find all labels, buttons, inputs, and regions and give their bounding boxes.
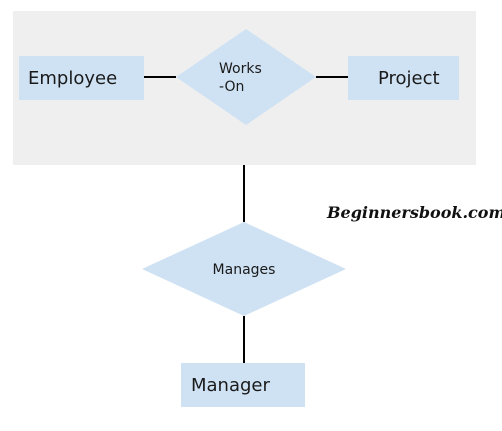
entity-employee-box xyxy=(19,56,144,100)
entity-manager[interactable]: Manager xyxy=(181,363,305,407)
relationship-manages-diamond xyxy=(142,222,346,316)
entity-employee-label: Employee xyxy=(28,68,117,89)
entity-manager-box xyxy=(181,363,305,407)
relationship-manages-label: Manages xyxy=(213,262,276,278)
relationship-works-on-diamond xyxy=(176,29,316,125)
relationship-works-on-label-line-2: -On xyxy=(219,79,244,95)
watermark-logo: Beginnersbook.com xyxy=(326,203,502,222)
relationship-manages[interactable]: Manages xyxy=(142,222,346,316)
entity-employee[interactable]: Employee xyxy=(19,56,144,100)
relationship-works-on-label-line-1: Works xyxy=(219,61,262,77)
entity-project-box xyxy=(348,56,459,100)
entity-project[interactable]: Project xyxy=(348,56,459,100)
relationship-works-on[interactable]: Works -On xyxy=(176,29,316,125)
entity-project-label: Project xyxy=(378,68,440,89)
entity-manager-label: Manager xyxy=(191,375,270,396)
